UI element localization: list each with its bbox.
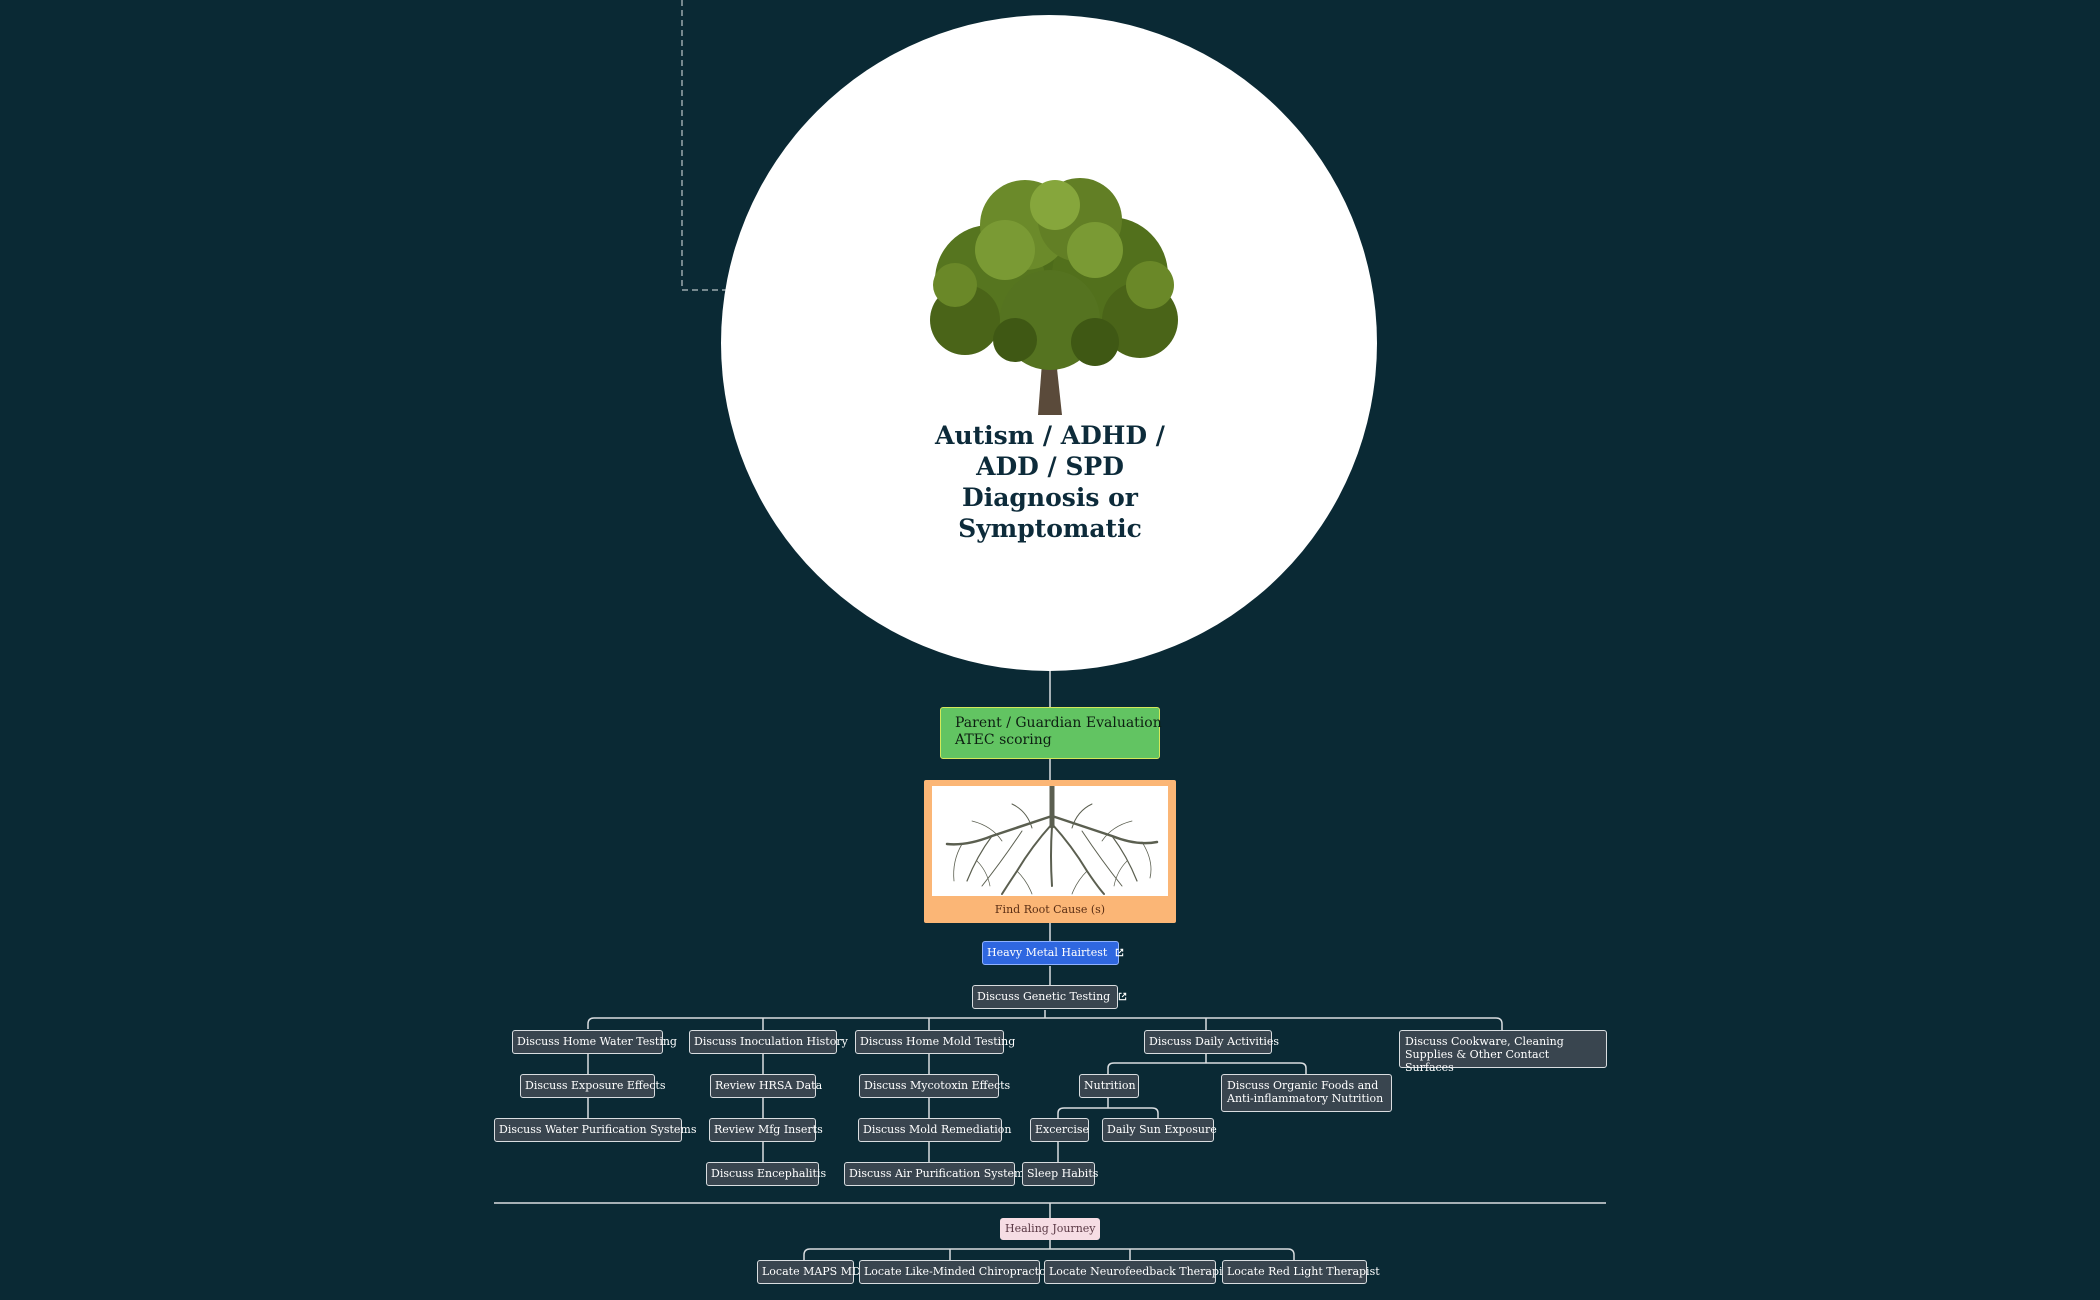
home-mold-testing-node[interactable]: Discuss Home Mold Testing: [855, 1030, 1015, 1054]
node-label: Discuss Daily Activities: [1149, 1035, 1280, 1048]
inoculation-history-node[interactable]: Discuss Inoculation History: [689, 1030, 848, 1054]
central-title-line: Diagnosis or: [962, 483, 1138, 512]
node-label: Locate Neurofeedback Therapist: [1049, 1265, 1233, 1278]
exercise-node[interactable]: Excercise: [1030, 1118, 1089, 1142]
evaluation-line: ATEC scoring: [955, 732, 1052, 748]
node-label: Discuss Organic Foods and Anti-inflammat…: [1227, 1079, 1384, 1105]
node-label: Discuss Water Purification Systems: [499, 1123, 697, 1136]
evaluation-line: Parent / Guardian Evaluation: [955, 715, 1162, 731]
evaluation-node[interactable]: Parent / Guardian Evaluation ATEC scorin…: [940, 707, 1162, 759]
node-label: Heavy Metal Hairtest: [987, 946, 1108, 959]
air-purification-node[interactable]: Discuss Air Purification Systems: [844, 1162, 1030, 1186]
node-label: Discuss Air Purification Systems: [849, 1167, 1031, 1180]
red-light-therapist-node[interactable]: Locate Red Light Therapist: [1222, 1260, 1380, 1284]
maps-md-node[interactable]: Locate MAPS MD: [757, 1260, 861, 1284]
node-label: Sleep Habits: [1027, 1167, 1099, 1180]
central-title-line: ADD / SPD: [976, 452, 1124, 481]
roots-image: [945, 783, 1159, 895]
root-cause-label: Find Root Cause (s): [994, 903, 1106, 916]
home-water-testing-node[interactable]: Discuss Home Water Testing: [512, 1030, 677, 1054]
daily-sun-exposure-node[interactable]: Daily Sun Exposure: [1102, 1118, 1217, 1142]
mfg-inserts-node[interactable]: Review Mfg Inserts: [709, 1118, 823, 1142]
node-label: Excercise: [1035, 1123, 1089, 1136]
node-label: Discuss Encephalitis: [711, 1167, 827, 1180]
neurofeedback-node[interactable]: Locate Neurofeedback Therapist: [1044, 1260, 1233, 1284]
node-label: Discuss Cookware, Cleaning Supplies & Ot…: [1405, 1035, 1564, 1074]
node-label: Discuss Home Water Testing: [517, 1035, 677, 1048]
organic-foods-node[interactable]: Discuss Organic Foods and Anti-inflammat…: [1221, 1074, 1392, 1112]
tree-image: [930, 178, 1178, 415]
node-label: Review Mfg Inserts: [714, 1123, 823, 1136]
genetic-testing-node[interactable]: Discuss Genetic Testing: [972, 985, 1127, 1009]
node-label: Nutrition: [1084, 1079, 1136, 1092]
node-label: Discuss Mycotoxin Effects: [864, 1079, 1011, 1092]
node-label: Review HRSA Data: [715, 1079, 823, 1092]
water-purification-node[interactable]: Discuss Water Purification Systems: [494, 1118, 696, 1142]
central-title-line: Symptomatic: [958, 514, 1142, 543]
daily-activities-node[interactable]: Discuss Daily Activities: [1144, 1030, 1279, 1054]
healing-journey-node[interactable]: Healing Journey: [1000, 1218, 1100, 1240]
node-label: Daily Sun Exposure: [1107, 1123, 1217, 1136]
root-cause-node[interactable]: Find Root Cause (s): [924, 780, 1176, 923]
sleep-habits-node[interactable]: Sleep Habits: [1022, 1162, 1099, 1186]
central-title-line: Autism / ADHD /: [935, 421, 1165, 450]
external-link-icon[interactable]: [1118, 992, 1127, 1001]
encephalitis-node[interactable]: Discuss Encephalitis: [706, 1162, 826, 1186]
hrsa-data-node[interactable]: Review HRSA Data: [710, 1074, 822, 1098]
cookware-node[interactable]: Discuss Cookware, Cleaning Supplies & Ot…: [1399, 1030, 1607, 1074]
roots-image-frame: [932, 783, 1168, 896]
chiropractor-node[interactable]: Locate Like-Minded Chiropractor: [859, 1260, 1051, 1284]
node-label: Discuss Inoculation History: [694, 1035, 848, 1048]
nutrition-node[interactable]: Nutrition: [1079, 1074, 1139, 1098]
central-topic-title: Autism / ADHD / ADD / SPD Diagnosis or S…: [900, 420, 1200, 544]
node-label: Discuss Home Mold Testing: [860, 1035, 1016, 1048]
mold-remediation-node[interactable]: Discuss Mold Remediation: [858, 1118, 1011, 1142]
exposure-effects-node[interactable]: Discuss Exposure Effects: [520, 1074, 666, 1098]
external-link-icon[interactable]: [1115, 948, 1124, 957]
mycotoxin-effects-node[interactable]: Discuss Mycotoxin Effects: [859, 1074, 1010, 1098]
node-label: Discuss Exposure Effects: [525, 1079, 666, 1092]
node-label: Healing Journey: [1005, 1222, 1096, 1235]
node-label: Locate Like-Minded Chiropractor: [864, 1265, 1051, 1278]
heavy-metal-hairtest-node[interactable]: Heavy Metal Hairtest: [982, 941, 1124, 965]
node-label: Locate Red Light Therapist: [1227, 1265, 1380, 1278]
node-label: Discuss Genetic Testing: [977, 990, 1111, 1003]
node-label: Discuss Mold Remediation: [863, 1123, 1012, 1136]
node-label: Locate MAPS MD: [762, 1265, 861, 1278]
